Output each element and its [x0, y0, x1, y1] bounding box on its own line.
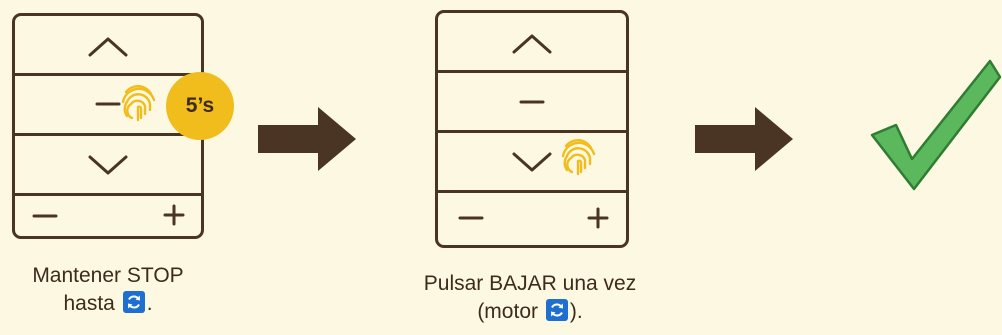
up-chevron-icon [512, 34, 552, 54]
hold-time-badge: 5’s [166, 72, 234, 140]
sync-icon [122, 291, 145, 314]
plus-icon [163, 204, 185, 226]
down-chevron-icon [512, 152, 552, 172]
remote-row-stop [15, 76, 201, 136]
remote-row-stop [438, 73, 626, 133]
step1-caption-post: . [146, 292, 153, 315]
sync-icon [545, 299, 568, 322]
stop-minus-icon [519, 100, 545, 104]
up-chevron-icon [88, 37, 128, 57]
hold-time-label: 5’s [185, 94, 215, 117]
remote-row-up [15, 16, 201, 76]
minus-icon [32, 214, 58, 218]
down-chevron-icon [88, 155, 128, 175]
plus-icon [587, 207, 609, 229]
step2-caption-pre: (motor [477, 300, 538, 323]
step1-caption-line2: hasta . [0, 290, 216, 318]
fingerprint-icon [121, 85, 156, 122]
remote-row-adjust [438, 193, 626, 245]
checkmark-icon [870, 59, 1002, 191]
step2-caption-line1: Pulsar BAJAR una vez [423, 272, 637, 295]
right-arrow-icon [258, 107, 356, 171]
minus-icon [458, 216, 484, 220]
step2-caption-line2: (motor ). [380, 298, 680, 326]
step1-caption: Mantener STOP hasta . [0, 262, 216, 318]
remote-control-step2 [435, 10, 629, 248]
stop-minus-icon [95, 102, 121, 106]
remote-row-adjust [15, 196, 201, 236]
fingerprint-icon [561, 139, 596, 176]
remote-row-down [15, 136, 201, 196]
step1-caption-line1: Mantener STOP [32, 264, 184, 287]
right-arrow-icon [695, 107, 793, 171]
remote-row-down [438, 133, 626, 193]
step2-caption: Pulsar BAJAR una vez (motor ). [380, 270, 680, 326]
remote-row-up [438, 13, 626, 73]
step2-caption-post: ). [569, 300, 583, 323]
step1-caption-pre: hasta [63, 292, 115, 315]
